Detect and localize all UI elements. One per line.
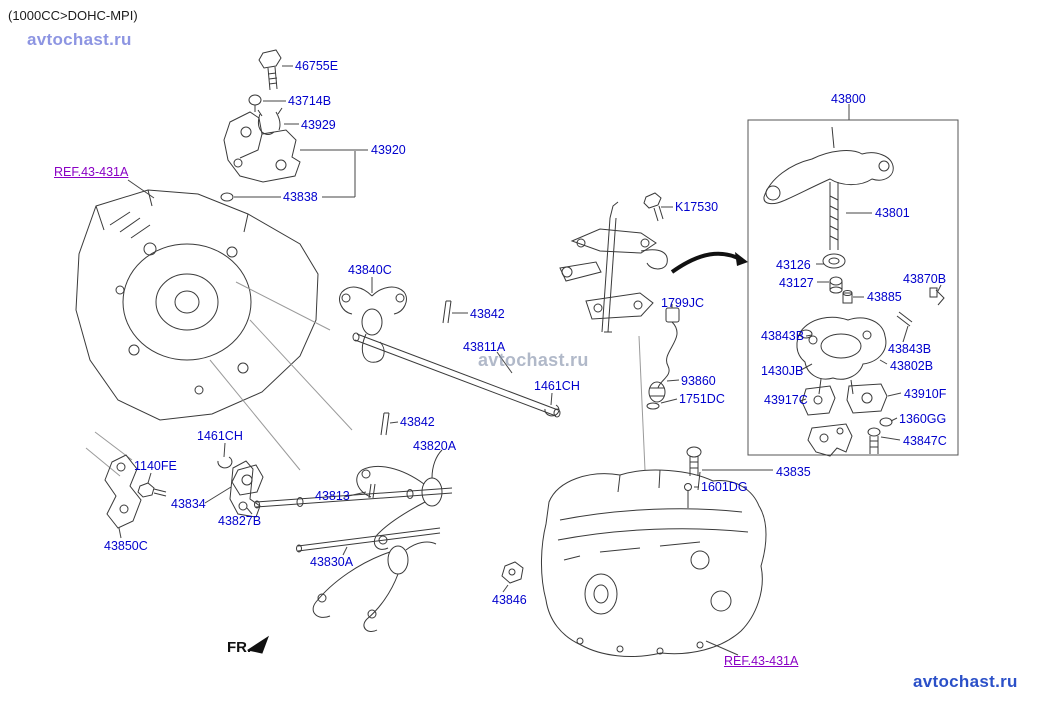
part-label-43838[interactable]: 43838 xyxy=(283,190,318,204)
ref-link-REF43-431A[interactable]: REF.43-431A xyxy=(724,654,799,668)
part-label-43843B[interactable]: 43843B xyxy=(888,342,932,356)
part-drawing-43846 xyxy=(501,561,524,584)
part-drawing-43820A xyxy=(356,449,443,550)
part-label-1601DG[interactable]: 1601DG xyxy=(701,480,748,494)
part-drawing-1461CH-left xyxy=(217,456,233,469)
variant-title: (1000CC>DOHC-MPI) xyxy=(8,8,138,23)
part-label-43850C[interactable]: 43850C xyxy=(104,539,148,553)
part-label-43846[interactable]: 43846 xyxy=(492,593,527,607)
assembly-detail-box xyxy=(747,119,959,456)
part-drawing-shift-shaft-assembly xyxy=(559,201,668,333)
part-label-43842[interactable]: 43842 xyxy=(470,307,505,321)
part-label-43840C[interactable]: 43840C xyxy=(348,263,392,277)
part-drawing-43811A xyxy=(352,332,561,418)
part-drawing-43838 xyxy=(220,192,234,202)
leader-lines xyxy=(118,65,942,656)
watermark-top-left[interactable]: avtochast.ru xyxy=(27,30,132,49)
part-label-43830A[interactable]: 43830A xyxy=(310,555,354,569)
part-label-43126[interactable]: 43126 xyxy=(776,258,811,272)
part-label-43813[interactable]: 43813 xyxy=(315,489,350,503)
part-drawing-1360GG-43847C xyxy=(807,417,893,457)
part-drawing-43850C xyxy=(104,454,142,529)
part-drawing-K17530 xyxy=(643,192,664,222)
part-drawing-43827B xyxy=(229,460,261,518)
part-drawing-43800-lever xyxy=(763,126,894,250)
part-drawing-43714B xyxy=(248,94,262,112)
part-label-43834[interactable]: 43834 xyxy=(171,497,206,511)
part-label-1360GG[interactable]: 1360GG xyxy=(899,412,947,426)
assembly-axis-lines xyxy=(85,281,353,477)
part-label-43802B[interactable]: 43802B xyxy=(890,359,934,373)
part-label-43714B[interactable]: 43714B xyxy=(288,94,332,108)
part-drawing-46755E xyxy=(258,49,282,91)
part-drawing-43835-1601DG xyxy=(684,446,702,508)
watermark-bottom-right[interactable]: avtochast.ru xyxy=(913,672,1018,691)
part-drawing-43842-upper xyxy=(442,300,452,324)
part-drawing-43843B-right xyxy=(896,311,913,327)
part-label-43847C[interactable]: 43847C xyxy=(903,434,947,448)
part-label-1461CH[interactable]: 1461CH xyxy=(534,379,580,393)
part-label-43910F[interactable]: 43910F xyxy=(904,387,947,401)
part-drawing-43917C xyxy=(801,385,836,416)
part-label-43801[interactable]: 43801 xyxy=(875,206,910,220)
part-drawing-43870B xyxy=(929,287,945,306)
part-label-43835[interactable]: 43835 xyxy=(776,465,811,479)
part-label-43885[interactable]: 43885 xyxy=(867,290,902,304)
part-label-1751DC[interactable]: 1751DC xyxy=(679,392,725,406)
part-label-46755E[interactable]: 46755E xyxy=(295,59,339,73)
part-label-43127[interactable]: 43127 xyxy=(779,276,814,290)
part-drawing-43834 xyxy=(231,464,264,496)
watermark-center: avtochast.ru xyxy=(478,350,589,370)
part-label-1461CH[interactable]: 1461CH xyxy=(197,429,243,443)
detail-callout-swoosh xyxy=(670,251,748,274)
part-drawing-43813 xyxy=(254,483,453,509)
fr-direction-label: FR. xyxy=(227,639,252,656)
part-drawing-43910F xyxy=(846,383,888,414)
part-drawing-43840C xyxy=(339,286,407,363)
part-drawing-43842-lower xyxy=(380,412,390,436)
part-label-43843B[interactable]: 43843B xyxy=(761,329,805,343)
part-label-43929[interactable]: 43929 xyxy=(301,118,336,132)
part-label-K17530[interactable]: K17530 xyxy=(675,200,719,214)
part-label-43842[interactable]: 43842 xyxy=(400,415,435,429)
part-drawing-1140FE xyxy=(137,482,167,498)
part-label-43800[interactable]: 43800 xyxy=(831,92,866,106)
part-drawing-1799JC-93860-1751DC xyxy=(646,307,680,410)
part-drawing-clutch-housing xyxy=(75,189,319,421)
part-drawing-43920 xyxy=(223,111,301,183)
part-drawing-1461CH-right xyxy=(544,404,560,417)
part-drawing-43830A xyxy=(296,527,441,633)
part-drawing-43126-43127-43885 xyxy=(822,253,853,304)
part-label-43811A[interactable]: 43811A xyxy=(463,340,506,354)
part-drawing-43802B-housing xyxy=(796,316,887,395)
part-drawing-gearbox-housing xyxy=(540,469,767,657)
part-label-93860[interactable]: 93860 xyxy=(681,374,716,388)
part-label-43917C[interactable]: 43917C xyxy=(764,393,808,407)
part-label-43827B[interactable]: 43827B xyxy=(218,514,262,528)
part-label-43920[interactable]: 43920 xyxy=(371,143,406,157)
part-label-1140FE[interactable]: 1140FE xyxy=(134,459,177,473)
ref-link-REF43-431A[interactable]: REF.43-431A xyxy=(54,165,129,179)
fr-direction-arrow xyxy=(246,635,270,654)
part-label-43820A[interactable]: 43820A xyxy=(413,439,457,453)
part-label-1430JB[interactable]: 1430JB xyxy=(761,364,804,378)
part-label-1799JC[interactable]: 1799JC xyxy=(661,296,705,310)
part-label-43870B[interactable]: 43870B xyxy=(903,272,947,286)
axis-line-vertical xyxy=(638,335,646,471)
